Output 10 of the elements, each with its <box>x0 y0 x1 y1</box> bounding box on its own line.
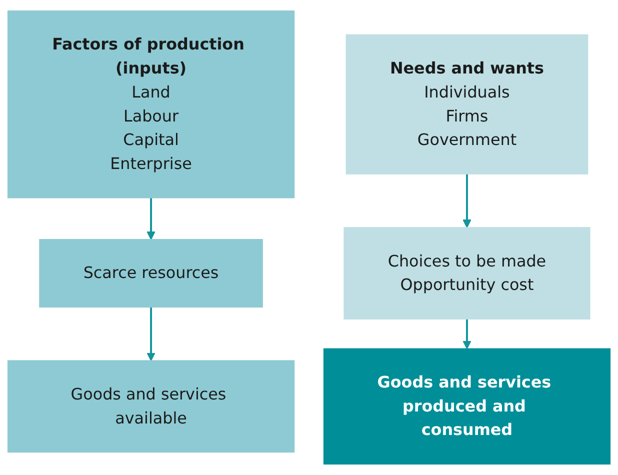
arrow <box>146 307 156 362</box>
arrow <box>146 198 156 240</box>
node-box: Factors of production (inputs) Land Labour Capital Enterprise <box>7 10 295 198</box>
node-box: Scarce resources <box>39 238 263 308</box>
arrow <box>462 174 472 228</box>
node-box: Goods and services available <box>7 360 295 453</box>
node-box: Choices to be made Opportunity cost <box>344 227 590 320</box>
node-box: Goods and services produced and consumed <box>323 348 611 465</box>
arrow <box>462 318 472 350</box>
node-box: Needs and wants Individuals Firms Government <box>346 34 588 174</box>
